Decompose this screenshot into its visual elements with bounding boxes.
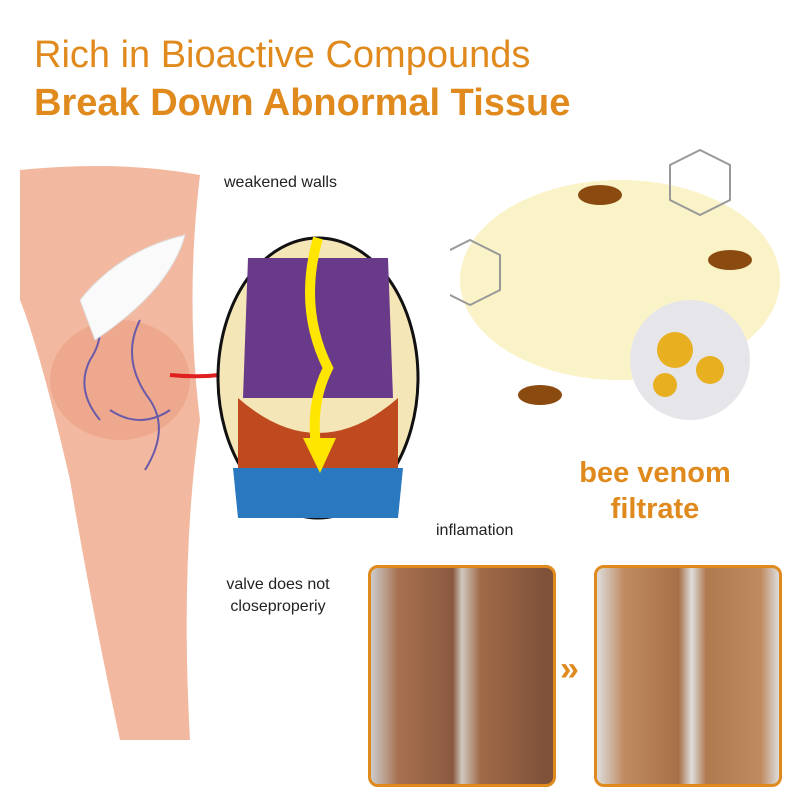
ingredient-line2: filtrate bbox=[610, 493, 700, 525]
before-photo bbox=[368, 565, 556, 787]
headline-line2: Break Down Abnormal Tissue bbox=[34, 82, 571, 124]
ingredient-line1: bee venom bbox=[579, 457, 731, 489]
label-valve: valve does not closeproperiy bbox=[226, 576, 330, 615]
headline-line1: Rich in Bioactive Compounds bbox=[34, 34, 531, 76]
ingredient-label: bee venom filtrate bbox=[560, 455, 750, 527]
cream-icon bbox=[79, 234, 186, 341]
molecule-illustration bbox=[450, 148, 780, 420]
after-photo bbox=[594, 565, 782, 787]
label-weakened-walls: weakened walls bbox=[224, 174, 337, 191]
label-inflamation: inflamation bbox=[436, 522, 514, 539]
vein-diagram bbox=[216, 236, 420, 520]
compare-arrow-icon: » bbox=[560, 650, 579, 688]
bee-icon bbox=[518, 185, 752, 405]
